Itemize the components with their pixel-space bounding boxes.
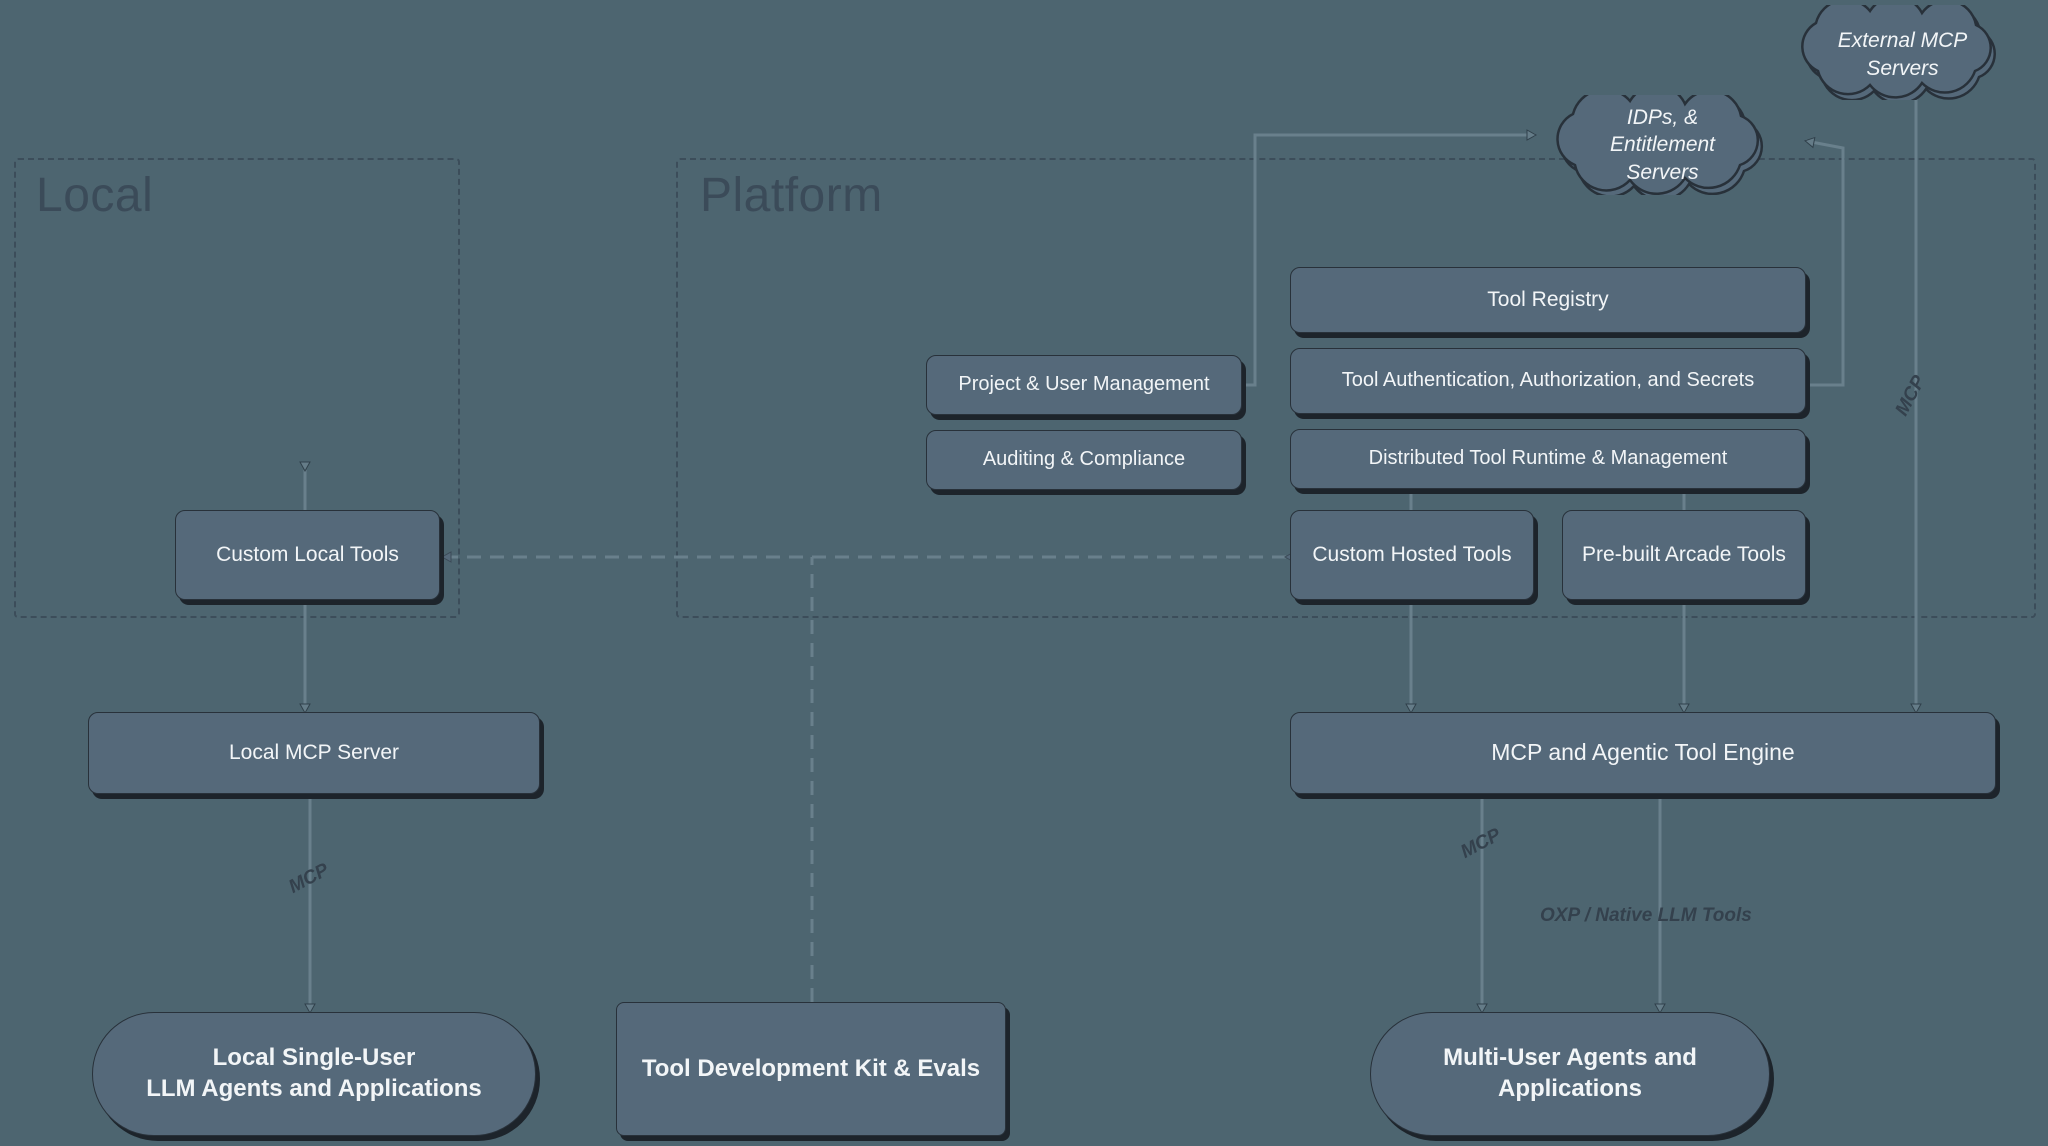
cloud-shape-idps xyxy=(1556,84,1764,202)
node-auditing-compliance[interactable]: Auditing & Compliance xyxy=(926,430,1242,490)
cloud-external-mcp-label: External MCP Servers xyxy=(1837,29,1968,80)
node-custom-hosted-tools[interactable]: Custom Hosted Tools xyxy=(1290,510,1534,600)
node-tool-registry[interactable]: Tool Registry xyxy=(1290,267,1806,333)
node-multi-user-agents-line1: Multi-User Agents and xyxy=(1443,1044,1697,1072)
cloud-external-mcp-servers: External MCP Servers xyxy=(1770,0,2035,105)
group-local xyxy=(14,158,460,618)
edge-label-local-mcp: MCP xyxy=(285,859,333,898)
edge-label-oxp-native-llm-tools: OXP / Native LLM Tools xyxy=(1540,905,1752,926)
node-local-agents-line2: LLM Agents and Applications xyxy=(146,1075,482,1102)
node-multi-user-agents-line2: Applications xyxy=(1497,1075,1642,1102)
node-local-agents-line1: Local Single-User xyxy=(212,1044,416,1072)
node-local-mcp-server[interactable]: Local MCP Server xyxy=(88,712,540,794)
node-mcp-agentic-tool-engine[interactable]: MCP and Agentic Tool Engine xyxy=(1290,712,1996,794)
group-platform-title: Platform xyxy=(700,169,883,222)
group-local-title: Local xyxy=(36,169,154,222)
node-distributed-tool-runtime-management[interactable]: Distributed Tool Runtime & Management xyxy=(1290,429,1806,489)
node-tool-authentication-authorization-secrets[interactable]: Tool Authentication, Authorization, and … xyxy=(1290,348,1806,414)
cloud-shape-external xyxy=(1801,0,1996,105)
node-multi-user-agents[interactable]: Multi-User Agents and Applications xyxy=(1370,1012,1770,1136)
node-project-user-management[interactable]: Project & User Management xyxy=(926,355,1242,415)
cloud-idps-label: IDPs, & Entitlement Servers xyxy=(1609,106,1716,184)
node-local-single-user-agents[interactable]: Local Single-User LLM Agents and Applica… xyxy=(92,1012,536,1136)
cloud-idps-entitlement-servers: IDPs, & Entitlement Servers xyxy=(1525,84,1800,202)
node-prebuilt-arcade-tools[interactable]: Pre-built Arcade Tools xyxy=(1562,510,1806,600)
edge-label-platform-mcp: MCP xyxy=(1457,824,1505,863)
node-tool-development-kit[interactable]: Tool Development Kit & Evals xyxy=(616,1002,1006,1136)
node-custom-local-tools[interactable]: Custom Local Tools xyxy=(175,510,440,600)
